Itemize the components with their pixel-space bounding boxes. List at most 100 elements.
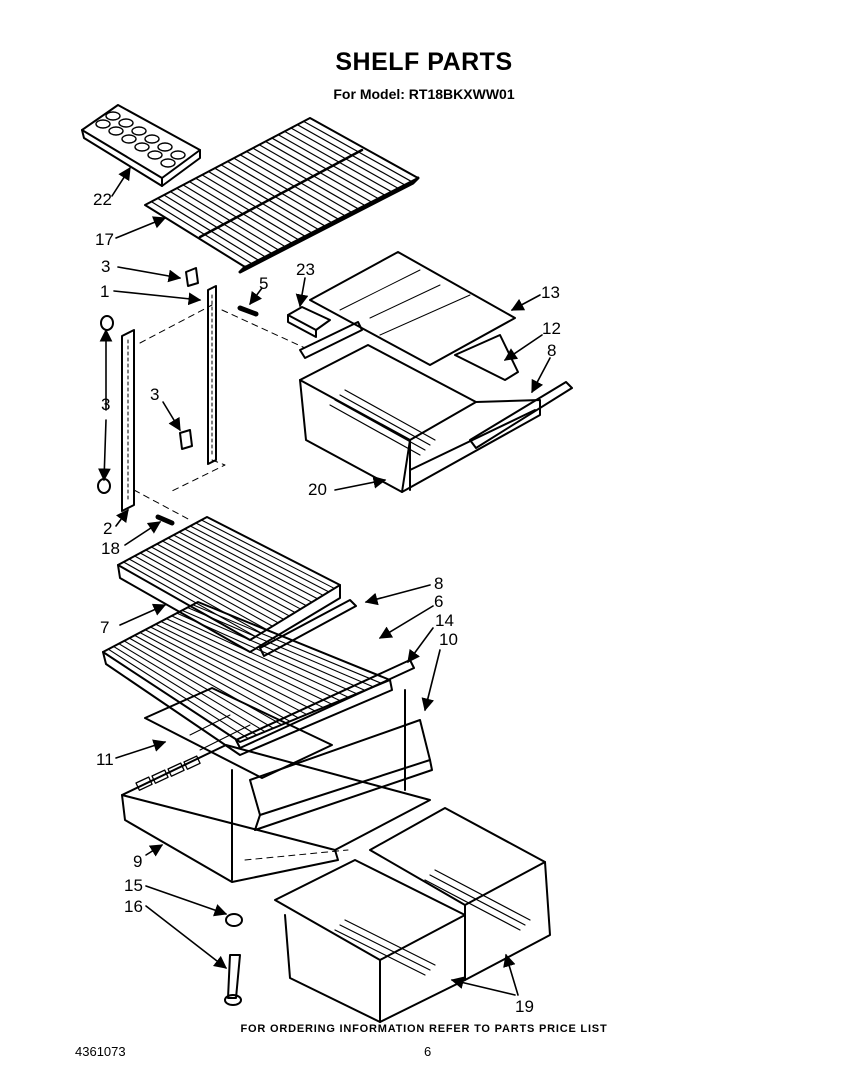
callout-6: 6 [434, 592, 443, 611]
shelf-wire-rib [184, 528, 319, 600]
shelf-wire-rib [178, 531, 313, 603]
shelf-wire-rib [258, 144, 366, 206]
page-title: SHELF PARTS [335, 48, 513, 76]
shelf-wire-rib [169, 191, 273, 254]
callout-2: 2 [103, 519, 112, 538]
control-stem-part-16 [224, 954, 242, 1006]
shelf-wire-rib [226, 160, 333, 224]
drawer-cover-part-10 [249, 719, 433, 831]
callout-1: 1 [100, 282, 109, 301]
crisper-drawers-part-19 [274, 807, 551, 1023]
crisper-shelf-part-7 [117, 516, 341, 653]
callout-19: 19 [515, 997, 534, 1016]
shelf-wire-rib [252, 147, 359, 210]
crisper-frame-part-9 [121, 689, 431, 883]
shelf-wire-rib [107, 648, 249, 740]
ordering-note: FOR ORDERING INFORMATION REFER TO PARTS … [240, 1023, 608, 1035]
callout-23: 23 [296, 260, 315, 279]
callout-9: 9 [133, 852, 142, 871]
bracket-parts-3 [97, 267, 199, 494]
leader-lines [97, 166, 551, 996]
model-line: For Model: RT18BKXWW01 [333, 86, 515, 102]
shelf-wire-rib [173, 534, 307, 607]
shelf-wire-rib [134, 634, 291, 722]
shelf-wire-rib [277, 134, 386, 196]
document-number: 4361073 [75, 1044, 126, 1059]
callout-18: 18 [101, 539, 120, 558]
callout-10: 10 [439, 630, 458, 649]
shelf-wire-rib [181, 609, 366, 691]
callout-16: 16 [124, 897, 143, 916]
slide-part-12 [299, 321, 519, 381]
screw-parts [155, 305, 259, 526]
callout-8-lower: 8 [434, 574, 443, 593]
shelf-wire-rib [123, 640, 274, 729]
glass-shelf-part-13 [309, 251, 516, 366]
callout-5: 5 [259, 274, 268, 293]
shelf-wire-rib [156, 543, 290, 617]
shelf-wire-rib [157, 197, 259, 261]
meat-pan-part-20 [299, 344, 541, 493]
control-knob-part-15 [225, 913, 243, 927]
shelf-wire-rib [192, 604, 383, 684]
shelf-wire-rib [182, 184, 286, 248]
shelf-wire-rib [113, 645, 258, 736]
shelf-wire-rib [176, 612, 358, 695]
rail-part-1 [207, 285, 217, 465]
shelf-wire-rib [220, 164, 326, 227]
shelf-wire-rib [155, 623, 324, 709]
shelf-wire-rib [207, 170, 313, 234]
shelf-wire-rib [245, 150, 353, 213]
shelf-wire-rib [128, 637, 283, 726]
shelf-wire-rib [134, 555, 268, 631]
shelf-wire-rib [139, 632, 299, 719]
shelf-wire-rib [161, 540, 296, 614]
shelf-wire-rib [271, 137, 379, 200]
shelf-wire-rib [163, 194, 266, 258]
shelf-wire-rib [150, 546, 285, 620]
shelf-wire-rib [195, 177, 299, 241]
callout-20: 20 [308, 480, 327, 499]
rail-part-2 [121, 329, 135, 512]
callout-8-upper: 8 [547, 341, 556, 360]
callout-13: 13 [541, 283, 560, 302]
callout-3-left: 3 [101, 395, 110, 414]
shelf-wire-rib [167, 537, 302, 610]
shelf-wire-rib [264, 140, 373, 203]
callout-15: 15 [124, 876, 143, 895]
shelf-wire-rib [123, 561, 257, 638]
wire-shelf-part [144, 117, 420, 274]
callout-3-top: 3 [101, 257, 110, 276]
shelf-wire-rib [188, 180, 293, 244]
shelf-wire-rib [139, 552, 274, 627]
shelf-wire-rib [200, 519, 335, 589]
callout-11: 11 [96, 750, 114, 769]
callout-labels: 22 17 3 1 5 23 13 12 8 3 3 20 2 18 8 6 7… [93, 190, 561, 1016]
shelf-part-14 [102, 601, 393, 756]
shelf-wire-rib [145, 549, 279, 624]
shelf-wire-rib [118, 643, 266, 733]
page-number: 6 [424, 1044, 432, 1059]
shelf-wire-rib [149, 626, 316, 712]
ice-tray-part [81, 104, 201, 187]
callout-22: 22 [93, 190, 112, 209]
support-part-23 [287, 306, 331, 338]
shelf-wire-rib [144, 629, 308, 715]
shelf-wire-rib [176, 187, 279, 251]
glass-pane-part-11 [144, 687, 333, 779]
shelf-wire-rib [165, 618, 341, 702]
shelf-wire-rib [128, 558, 262, 634]
shelf-wire-rib [186, 607, 374, 688]
shelf-wire-rib [171, 615, 349, 698]
trim-strips [235, 599, 415, 749]
callout-7: 7 [100, 618, 109, 637]
shelf-wire-rib [233, 157, 339, 220]
rail-part-8-top [469, 381, 573, 449]
shelf-wire-rib [195, 522, 330, 593]
shelf-wire-rib [150, 201, 253, 265]
dashed-alignment-lines [133, 304, 349, 861]
callout-17: 17 [95, 230, 114, 249]
shelf-wire-rib [214, 167, 319, 230]
shelf-wire-rib [239, 154, 346, 217]
shelf-wire-rib [201, 174, 306, 237]
